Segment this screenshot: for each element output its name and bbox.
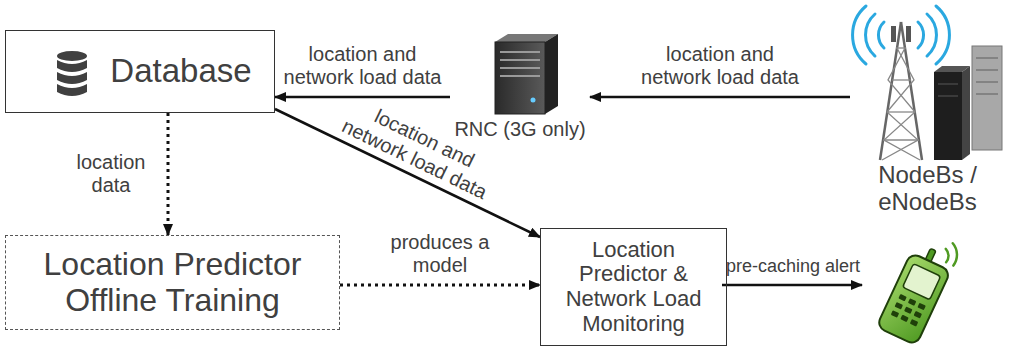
cell-tower-icon	[880, 22, 922, 160]
edge-label: produces a model	[390, 231, 490, 277]
cell-tower-icon	[906, 26, 911, 42]
data-arrow	[275, 96, 450, 99]
phone-icon	[944, 243, 962, 266]
node-text: NodeBs / eNodeBs	[870, 162, 985, 216]
dotted-arrow	[167, 113, 170, 235]
server-icon	[545, 34, 558, 114]
data-arrow	[590, 96, 850, 99]
edge-label: location and network load data	[330, 90, 508, 208]
phone-icon	[895, 302, 903, 309]
server-rack-icon	[938, 83, 958, 85]
cell-tower-icon	[927, 14, 936, 56]
cell-tower-icon	[918, 22, 924, 48]
phone-icon	[941, 242, 962, 266]
server-rack-icon	[938, 84, 958, 96]
phone-icon	[900, 315, 908, 322]
cell-tower-icon	[853, 6, 866, 64]
database-icon	[57, 84, 87, 96]
server-icon	[531, 98, 536, 103]
server-rack-icon	[962, 66, 970, 160]
database-icon	[57, 72, 87, 84]
server-icon	[500, 75, 540, 77]
dotted-arrow	[340, 284, 540, 287]
server-rack-icon	[938, 95, 958, 97]
base-station-node: NodeBs / eNodeBs	[850, 2, 1005, 220]
phone-icon	[898, 294, 906, 301]
phone-icon	[891, 310, 899, 317]
phone-icon	[917, 303, 925, 310]
server-icon	[495, 42, 545, 114]
phone-icon	[876, 252, 951, 345]
server-rack-icon	[976, 81, 998, 83]
node-text: RNC (3G only)	[454, 118, 585, 140]
cell-tower-icon	[896, 47, 906, 48]
server-icon	[500, 67, 540, 69]
phone-icon	[903, 264, 941, 300]
phone-icon	[876, 229, 962, 346]
phone-icon	[908, 298, 916, 305]
rnc-node: RNC (3G only)	[450, 30, 590, 145]
cell-tower-icon	[853, 6, 950, 64]
server-rack-icon	[976, 69, 998, 71]
cell-tower-icon	[866, 14, 875, 56]
server-rack-icon	[934, 72, 962, 160]
server-icon	[500, 59, 540, 61]
phone-icon	[891, 294, 926, 327]
server-rack-icon	[934, 46, 1002, 160]
phone-icon	[914, 311, 922, 318]
edge-label: location and network load data	[275, 43, 450, 89]
database-box: Database	[5, 30, 275, 113]
edge-label: location data	[66, 151, 156, 197]
database-icon	[57, 51, 87, 61]
predictor-box: Location Predictor & Network Load Monito…	[540, 228, 727, 346]
server-icon	[500, 51, 540, 53]
phone-icon	[910, 319, 918, 326]
node-text: Database	[110, 53, 251, 90]
cell-tower-icon	[882, 48, 918, 160]
cell-tower-icon	[891, 26, 896, 42]
cell-tower-icon	[884, 48, 920, 160]
database-icon	[57, 51, 87, 96]
phone-icon	[904, 306, 912, 313]
edge-label: location and network load data	[633, 43, 808, 89]
database-icon	[57, 60, 87, 72]
cell-tower-icon	[883, 139, 919, 140]
server-rack-icon	[976, 57, 998, 59]
arrow-label: pre-caching alert	[726, 256, 860, 277]
server-rack-icon	[976, 93, 998, 95]
phone-icon	[941, 249, 952, 263]
cell-tower-icon	[882, 48, 920, 160]
cell-tower-icon	[936, 6, 949, 64]
server-icon	[495, 34, 558, 114]
alert-arrow	[722, 284, 862, 287]
offline-training-box: Location Predictor Offline Training	[5, 235, 340, 330]
cell-tower-icon	[892, 79, 911, 80]
server-rack-icon	[976, 58, 998, 94]
cell-tower-icon	[887, 111, 915, 112]
server-rack-icon	[972, 46, 1002, 150]
node-text: Location Predictor Offline Training	[23, 247, 323, 319]
server-icon	[500, 52, 540, 76]
node-text: Location Predictor & Network Load Monito…	[554, 238, 714, 337]
cell-tower-icon	[878, 22, 884, 48]
